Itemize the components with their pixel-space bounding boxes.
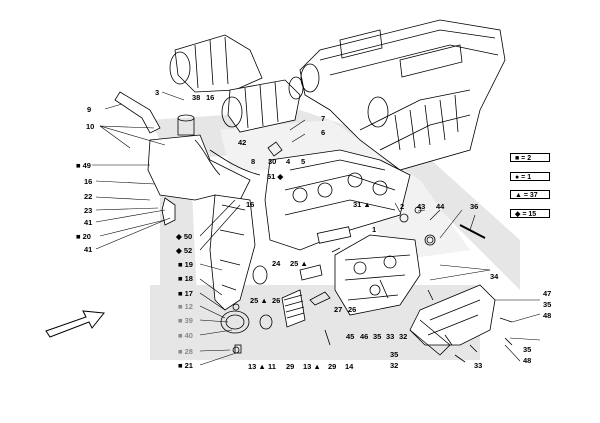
part-label-35: 35 <box>543 300 552 309</box>
part-label-8: 8 <box>251 157 256 166</box>
part-label-35: 35 <box>373 332 382 341</box>
part-label-24: 24 <box>272 259 281 268</box>
part-label-25: 25 ▲ <box>290 259 308 268</box>
marker-legend: ■ = 2 ● = 1 ▲ = 37 ◆ = 15 <box>510 153 550 227</box>
part-label-33: 33 <box>474 361 483 370</box>
part-label-25: 25 ▲ <box>250 296 268 305</box>
part-label-16: 16 <box>84 177 93 186</box>
part-label-1: 1 <box>372 225 377 234</box>
part-label-50: ◆ 50 <box>176 232 193 241</box>
part-label-48: 48 <box>523 356 532 365</box>
part-label-51: 51 ◆ <box>267 172 284 181</box>
part-label-11: 11 <box>268 362 276 371</box>
part-label-35: 35 <box>523 345 532 354</box>
part-label-46: 46 <box>360 332 369 341</box>
part-label-13: 13 ▲ <box>303 362 321 371</box>
part-label-13: 13 ▲ <box>248 362 266 371</box>
part-label-29: 29 <box>328 362 337 371</box>
leader-lines <box>92 91 541 366</box>
part-label-35: 35 <box>390 350 399 359</box>
part-label-23: 23 <box>84 206 93 215</box>
part-label-41: 41 <box>84 218 93 227</box>
part-label-4: 4 <box>286 157 291 166</box>
part-label-38: 38 <box>192 93 201 102</box>
part-label-5: 5 <box>301 157 306 166</box>
part-label-47: 47 <box>543 289 552 298</box>
legend-item-diamond: ◆ = 15 <box>510 208 550 218</box>
part-label-18: ■ 18 <box>178 274 193 283</box>
part-label-39: ■ 39 <box>178 316 193 325</box>
part-label-19: ■ 19 <box>178 260 193 269</box>
part-label-42: 42 <box>238 138 247 147</box>
part-label-2: 2 <box>400 202 405 211</box>
part-label-14: 14 <box>345 362 354 371</box>
part-label-9: 9 <box>87 105 92 114</box>
part-label-12: ■ 12 <box>178 302 193 311</box>
part-label-48: 48 <box>543 311 552 320</box>
part-label-49: ■ 49 <box>76 161 91 170</box>
part-label-52: ◆ 52 <box>176 246 193 255</box>
part-label-31: 31 ▲ <box>353 200 371 209</box>
part-label-17: ■ 17 <box>178 289 193 298</box>
part-label-26: 26 <box>348 305 357 314</box>
part-label-28: ■ 28 <box>178 347 193 356</box>
part-label-40: ■ 40 <box>178 331 193 340</box>
part-label-16: 16 <box>206 93 215 102</box>
part-label-44: 44 <box>436 202 445 211</box>
part-label-33: 33 <box>386 332 395 341</box>
part-label-32: 32 <box>399 332 408 341</box>
part-label-30: 30 <box>268 157 277 166</box>
part-label-27: 27 <box>334 305 343 314</box>
part-label-29: 29 <box>286 362 295 371</box>
part-label-20: ■ 20 <box>76 232 91 241</box>
part-label-16: 16 <box>246 200 255 209</box>
part-label-26: 26 <box>272 296 281 305</box>
legend-item-circle: ● = 1 <box>510 171 550 181</box>
engine-parts <box>114 19 513 363</box>
part-label-6: 6 <box>321 128 326 137</box>
legend-item-triangle: ▲ = 37 <box>510 190 550 199</box>
part-label-34: 34 <box>490 272 499 281</box>
part-label-32: 32 <box>390 361 399 370</box>
part-label-36: 36 <box>470 202 479 211</box>
legend-item-square: ■ = 2 <box>510 153 550 162</box>
part-label-41: 41 <box>84 245 93 254</box>
part-label-45: 45 <box>346 332 355 341</box>
part-label-22: 22 <box>84 192 93 201</box>
orientation-arrow-icon <box>45 310 105 338</box>
part-label-21: ■ 21 <box>178 361 193 370</box>
part-label-43: 43 <box>417 202 426 211</box>
part-label-3: 3 <box>155 88 160 97</box>
part-label-7: 7 <box>321 114 326 123</box>
part-label-10: 10 <box>86 122 95 131</box>
